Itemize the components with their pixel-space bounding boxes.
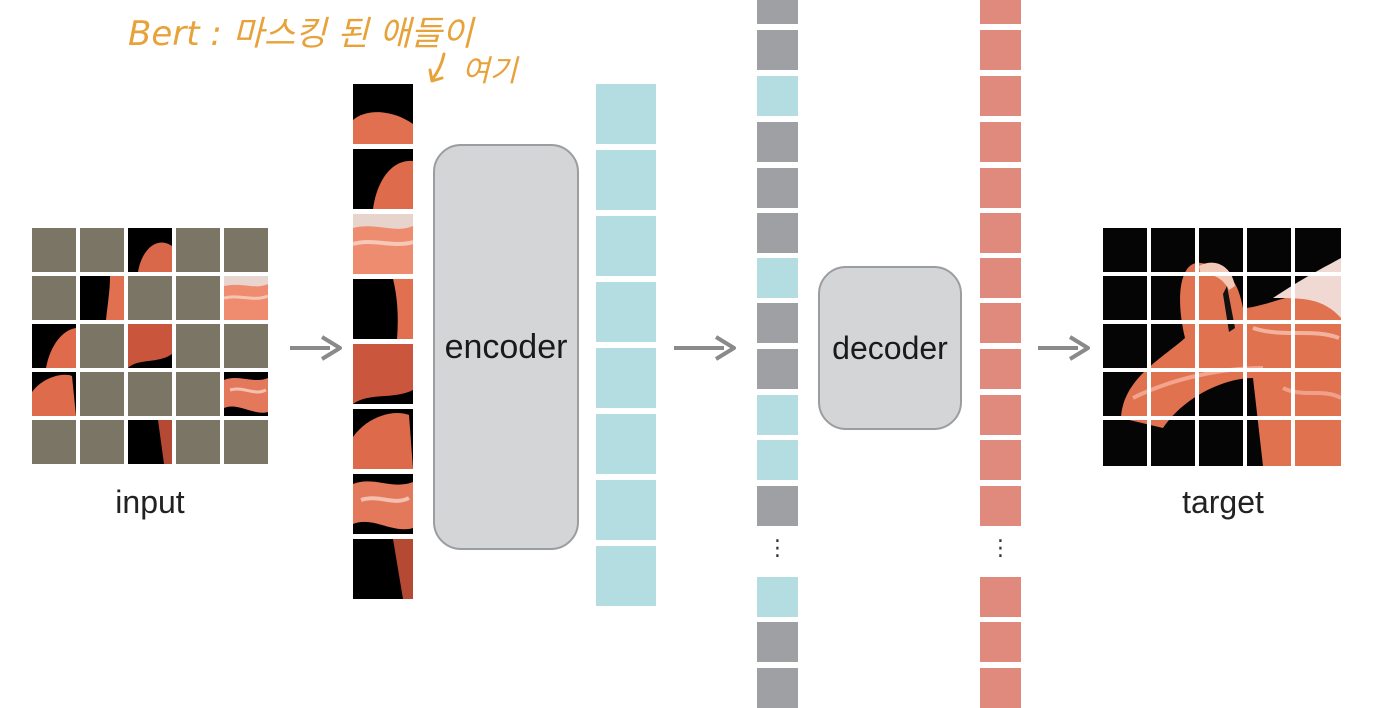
- visible-patch: [353, 279, 413, 339]
- arrow-right-icon: [674, 334, 736, 367]
- arrow-right-icon: [1038, 334, 1090, 367]
- encoded-token: [596, 348, 656, 408]
- masked-patch: [176, 228, 220, 272]
- visible-patch: [32, 372, 76, 416]
- encoded-token: [757, 440, 798, 480]
- masked-patch: [224, 228, 268, 272]
- decoded-token: [980, 30, 1021, 70]
- encoded-token: [596, 282, 656, 342]
- ellipsis-mark: ⋮: [766, 535, 789, 560]
- visible-patch: [353, 474, 413, 534]
- visible-patch: [224, 372, 268, 416]
- visible-patch: [353, 214, 413, 274]
- masked-patch: [80, 372, 124, 416]
- decoder-block: decoder: [818, 266, 962, 430]
- decoded-token-sequence: [980, 0, 1021, 708]
- decoded-token: [980, 168, 1021, 208]
- encoded-token: [596, 480, 656, 540]
- encoded-token: [596, 216, 656, 276]
- masked-patch: [80, 228, 124, 272]
- encoded-token-column: [596, 84, 656, 606]
- annotation-arrow-icon: [426, 52, 454, 91]
- encoded-token: [757, 76, 798, 116]
- visible-patch: [128, 420, 172, 464]
- encoder-block: encoder: [433, 144, 579, 550]
- decoded-token: [980, 122, 1021, 162]
- decoded-token: [980, 0, 1021, 24]
- mask-token: [757, 122, 798, 162]
- decoded-token: [980, 440, 1021, 480]
- visible-patch-sequence: [353, 84, 413, 599]
- visible-patch: [32, 324, 76, 368]
- masked-patch: [224, 420, 268, 464]
- decoded-token: [980, 258, 1021, 298]
- mask-token: [757, 0, 798, 24]
- masked-patch: [176, 324, 220, 368]
- decoder-label: decoder: [832, 329, 948, 366]
- mask-token: [757, 486, 798, 526]
- masked-patch: [80, 420, 124, 464]
- handwritten-note: Bert : 마스킹 된 애들이: [128, 14, 474, 54]
- visible-patch: [353, 409, 413, 469]
- input-label: input: [115, 484, 185, 520]
- encoded-token: [596, 84, 656, 144]
- masked-patch: [224, 324, 268, 368]
- visible-patch: [353, 344, 413, 404]
- mask-token: [757, 168, 798, 208]
- decoded-token: [980, 668, 1021, 708]
- masked-patch: [176, 420, 220, 464]
- encoded-token: [757, 577, 798, 617]
- masked-patch: [176, 372, 220, 416]
- masked-patch: [128, 372, 172, 416]
- decoded-token: [980, 213, 1021, 253]
- visible-patch: [128, 324, 172, 368]
- mask-token: [757, 349, 798, 389]
- visible-patch: [224, 276, 268, 320]
- decoded-token: [980, 395, 1021, 435]
- encoded-token: [757, 395, 798, 435]
- encoded-token: [596, 546, 656, 606]
- input-patch-grid: [32, 228, 268, 464]
- decoded-token: [980, 577, 1021, 617]
- mask-token: [757, 622, 798, 662]
- masked-patch: [32, 228, 76, 272]
- decoded-token: [980, 76, 1021, 116]
- mask-token: [757, 30, 798, 70]
- masked-patch: [32, 420, 76, 464]
- masked-patch: [32, 276, 76, 320]
- decoded-token: [980, 622, 1021, 662]
- visible-patch: [353, 539, 413, 599]
- mask-token: [757, 668, 798, 708]
- target-image-grid: [1103, 228, 1342, 466]
- visible-patch: [353, 84, 413, 144]
- decoded-token: [980, 303, 1021, 343]
- decoded-token: [980, 486, 1021, 526]
- visible-patch: [80, 276, 124, 320]
- encoded-token: [596, 150, 656, 210]
- mask-token: [757, 303, 798, 343]
- handwritten-note-here: 여기: [462, 54, 518, 89]
- masked-patch: [176, 276, 220, 320]
- encoded-token: [757, 258, 798, 298]
- masked-patch: [80, 324, 124, 368]
- full-token-sequence: [757, 0, 798, 708]
- visible-patch: [128, 228, 172, 272]
- arrow-right-icon: [290, 334, 342, 367]
- encoder-label: encoder: [444, 327, 568, 366]
- decoded-token: [980, 349, 1021, 389]
- encoded-token: [596, 414, 656, 474]
- masked-patch: [128, 276, 172, 320]
- visible-patch: [353, 149, 413, 209]
- target-label: target: [1182, 484, 1264, 520]
- mask-token: [757, 213, 798, 253]
- ellipsis-mark: ⋮: [989, 535, 1012, 560]
